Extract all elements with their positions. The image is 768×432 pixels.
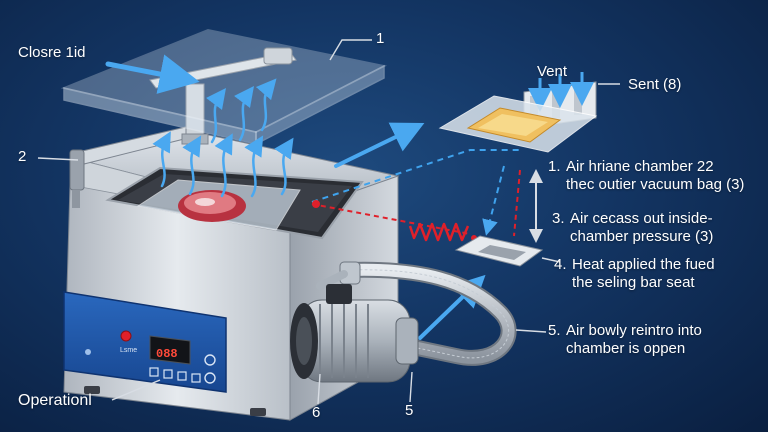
step-1-line-2: thec outier vacuum bag (3) (566, 176, 745, 193)
step-3-number: 3. (552, 210, 565, 227)
step-4-line-1: Heat applied the fued (572, 256, 715, 273)
vacuum-hose (316, 261, 517, 366)
step-5-line-1: Air bowly reintro into (566, 322, 702, 339)
panel-brand: Lsme (120, 347, 137, 354)
sealed-bag (438, 95, 598, 153)
step-4-number: 4. (554, 256, 567, 273)
vacuum-pump (290, 284, 419, 383)
callout-2: 2 (18, 148, 27, 165)
callout-1: 1 (376, 30, 385, 47)
panel-display-readout: 088 (156, 347, 178, 361)
step-4: 4. Heat applied the fued the seling bar … (554, 256, 715, 292)
machine-feet (84, 386, 266, 416)
vacuum-chamber (105, 166, 364, 240)
step-5-line-2: chamber is oppen (566, 340, 686, 357)
step-5-number: 5. (548, 322, 561, 339)
step-4-line-2: the seling bar seat (572, 274, 695, 291)
meat (178, 190, 246, 222)
callout-6: 6 (312, 404, 321, 421)
label-sent: Sent (8) (628, 76, 682, 93)
step-3: 3. Air cecass out inside- chamber pressu… (552, 210, 713, 246)
sealing-bar-part (454, 235, 561, 267)
step-1-line-1: Air hriane chamber 22 (566, 158, 714, 175)
label-vent: Vent (537, 63, 568, 80)
control-panel (63, 291, 227, 393)
step-1-number: 1. (548, 158, 561, 175)
label-operation: Operationl (18, 392, 92, 409)
step-5: 5. Air bowly reintro into chamber is opp… (548, 322, 702, 358)
callout-lines (37, 39, 547, 405)
transparent-lid (60, 28, 387, 146)
callout-5: 5 (405, 402, 414, 419)
step-3-line-2: chamber pressure (3) (570, 228, 714, 245)
label-close-lid: Closre 1id (18, 44, 86, 61)
step-3-line-1: Air cecass out inside- (570, 210, 713, 227)
flow-lines (311, 149, 521, 242)
step-1: 1. Air hriane chamber 22 thec outier vac… (548, 158, 744, 194)
